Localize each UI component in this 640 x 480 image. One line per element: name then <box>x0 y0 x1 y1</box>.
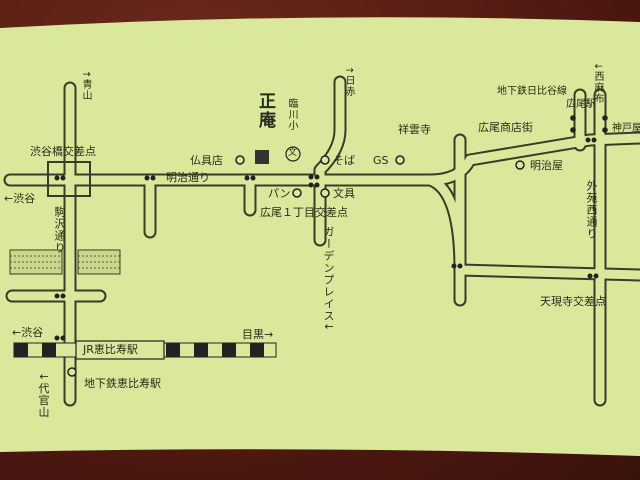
label-nishi-azabu: ↓西麻布 <box>592 62 603 105</box>
label-gaien-nishi: 外苑西通り <box>585 180 598 240</box>
label-chikatetsu-ebisu: 地下鉄恵比寿駅 <box>84 377 161 390</box>
label-shounji: 祥雲寺 <box>398 123 431 136</box>
label-hiroo-1chome: 広尾１丁目交差点 <box>260 206 348 219</box>
label-shibuya-bridge: 渋谷橋交差点 <box>30 145 96 158</box>
label-aoyama: ↑青山 <box>80 70 91 102</box>
label-meijiya: 明治屋 <box>530 159 563 172</box>
road-fills <box>5 77 640 405</box>
label-shibuya-left: ←渋谷 <box>4 192 36 205</box>
label-meguro: 目黒→ <box>242 328 274 341</box>
label-jr-ebisu: JR恵比寿駅 <box>83 343 138 356</box>
label-shibuya-bottom: ←渋谷 <box>12 326 44 339</box>
label-garden-place: ガーデンプレイス↓ <box>322 226 335 333</box>
jr-railway <box>13 340 277 360</box>
label-kobeya: 神戸屋 <box>612 123 640 134</box>
label-hiroo-shotengai: 広尾商店街 <box>478 121 533 134</box>
label-shoan: 正庵 <box>255 92 275 130</box>
label-meiji-dori: 明治通り <box>166 171 210 184</box>
label-bungu: 文具 <box>333 187 355 200</box>
school-mark-icon: 文 <box>288 148 298 158</box>
label-chikatetsu-hibiya: 地下鉄日比谷線 <box>497 86 567 97</box>
label-komazawa: 駒沢通り <box>53 206 66 254</box>
river <box>9 249 121 275</box>
landmark-markers <box>67 155 525 377</box>
label-gs: GS <box>373 154 389 167</box>
label-pan: パン <box>268 187 291 200</box>
shoan-building-icon <box>255 150 269 164</box>
label-daikanyama: ↓代官山 <box>37 372 50 419</box>
label-nisseki: ↑日赤 <box>343 66 354 98</box>
label-soba: そば <box>333 154 355 167</box>
label-rinsen-school: 臨川小 <box>286 98 297 131</box>
label-tengenji: 天現寺交差点 <box>540 295 606 308</box>
shibuya-bridge-box <box>47 161 91 197</box>
label-hiroo-station: 広尾駅 <box>566 99 596 110</box>
label-butsugu: 仏具店 <box>190 154 223 167</box>
school-mark-circle <box>285 146 301 162</box>
traffic-signals <box>54 115 608 341</box>
